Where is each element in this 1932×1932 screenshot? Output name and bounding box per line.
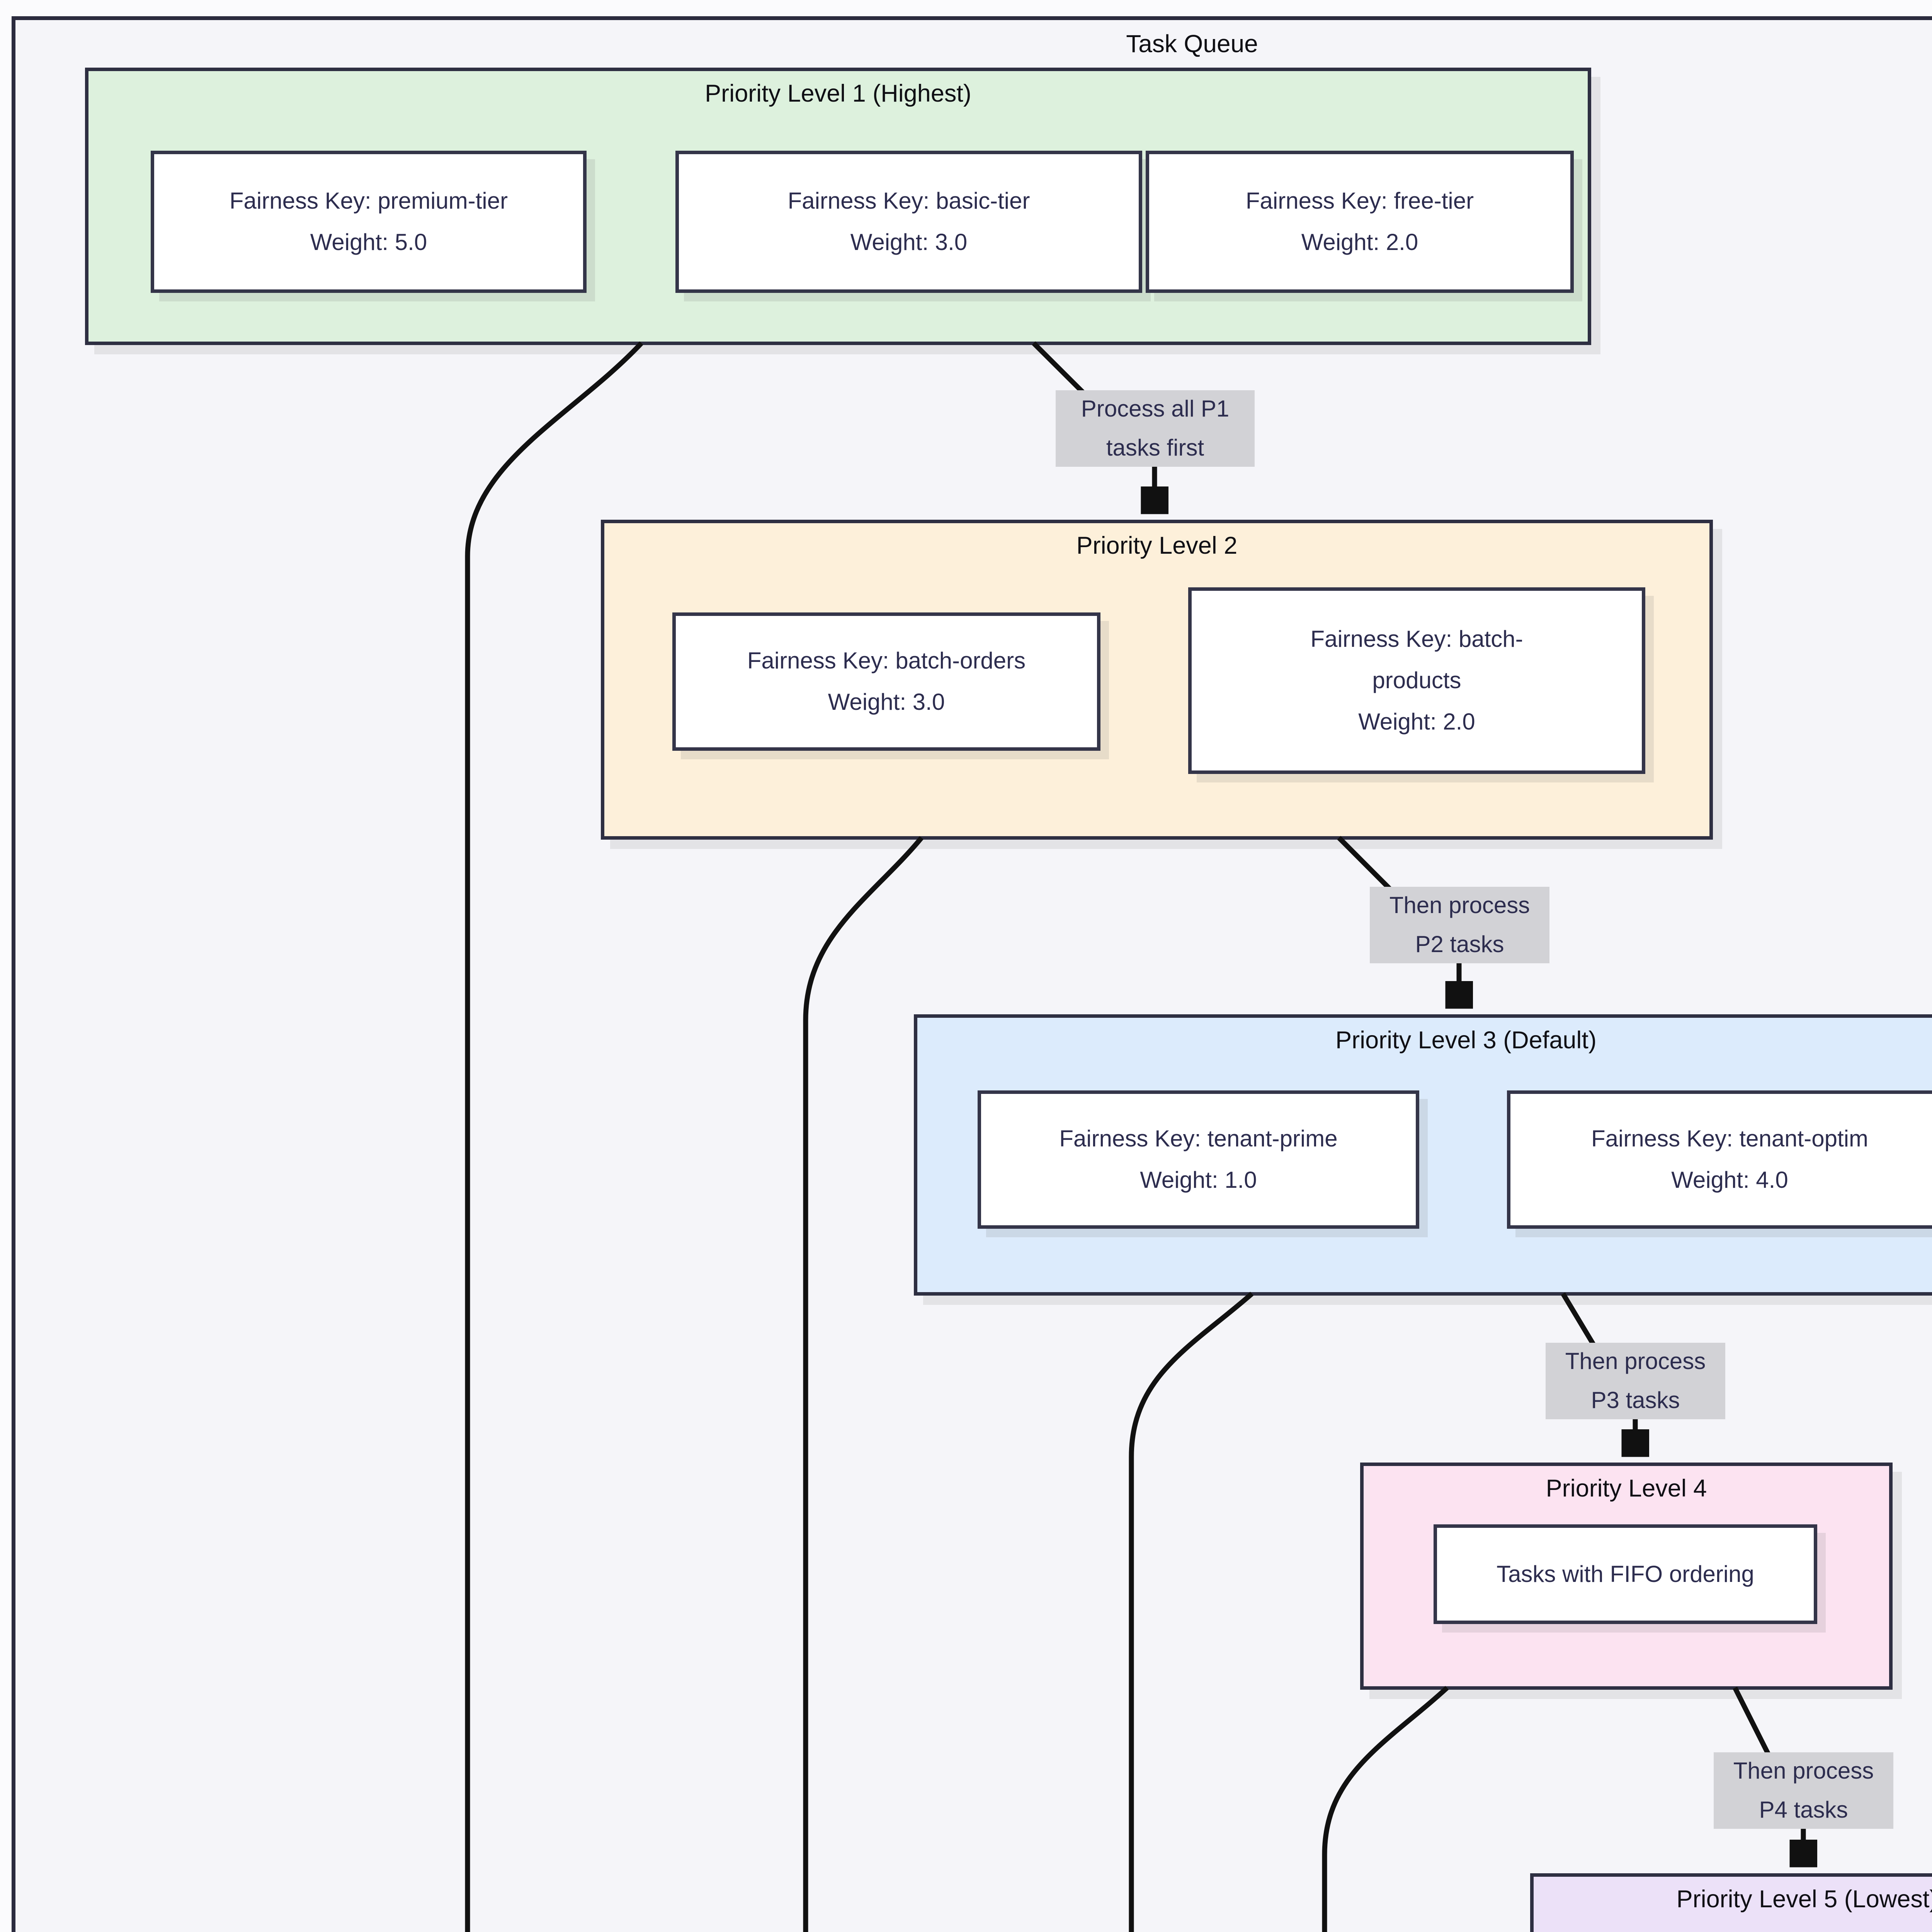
edge-label-then-process-p4: Then process P4 tasks	[1714, 1752, 1893, 1829]
edge-label-then-process-p3-line1: Then process	[1565, 1348, 1706, 1374]
edge-label-then-process-p3-line2: P3 tasks	[1591, 1387, 1680, 1413]
node-free-tier-line2: Weight: 2.0	[1301, 229, 1418, 255]
node-p4-fifo: Tasks with FIFO ordering	[1434, 1524, 1817, 1624]
edge-label-then-process-p2-line2: P2 tasks	[1415, 931, 1504, 957]
node-free-tier-line1: Fairness Key: free-tier	[1245, 188, 1474, 214]
task-queue-title: Task Queue	[1126, 30, 1258, 58]
node-tenant-prime: Fairness Key: tenant-prime Weight: 1.0	[978, 1090, 1419, 1229]
node-basic-tier-line1: Fairness Key: basic-tier	[787, 188, 1030, 214]
node-tenant-optim-line1: Fairness Key: tenant-optim	[1591, 1126, 1868, 1152]
edge-label-process-all-p1-line2: tasks first	[1106, 435, 1204, 461]
priority-level-5-group: Priority Level 5 (Lowest)	[1530, 1873, 1932, 1932]
edge-label-then-process-p4-line2: P4 tasks	[1759, 1797, 1848, 1823]
node-premium-tier: Fairness Key: premium-tier Weight: 5.0	[151, 151, 587, 293]
node-batch-orders-line1: Fairness Key: batch-orders	[747, 648, 1026, 674]
edge-label-process-all-p1: Process all P1 tasks first	[1056, 390, 1255, 467]
edge-label-then-process-p4-line1: Then process	[1733, 1758, 1874, 1784]
node-premium-tier-line1: Fairness Key: premium-tier	[229, 188, 508, 214]
edge-label-process-all-p1-line1: Process all P1	[1081, 396, 1230, 422]
priority-level-5-title: Priority Level 5 (Lowest)	[1676, 1886, 1932, 1913]
node-batch-products-line3: Weight: 2.0	[1358, 708, 1475, 735]
node-tenant-optim-line2: Weight: 4.0	[1671, 1167, 1788, 1193]
node-premium-tier-line2: Weight: 5.0	[310, 229, 427, 255]
node-free-tier: Fairness Key: free-tier Weight: 2.0	[1146, 151, 1574, 293]
node-batch-orders: Fairness Key: batch-orders Weight: 3.0	[672, 612, 1100, 751]
node-batch-products: Fairness Key: batch- products Weight: 2.…	[1188, 587, 1645, 774]
node-batch-products-line2: products	[1372, 667, 1461, 694]
priority-level-2-title: Priority Level 2	[1076, 532, 1238, 559]
edge-label-then-process-p2: Then process P2 tasks	[1370, 887, 1549, 963]
edge-label-then-process-p3: Then process P3 tasks	[1546, 1343, 1725, 1419]
node-p4-fifo-line1: Tasks with FIFO ordering	[1497, 1561, 1754, 1587]
node-batch-orders-line2: Weight: 3.0	[828, 689, 945, 715]
priority-level-3-title: Priority Level 3 (Default)	[1335, 1027, 1597, 1054]
node-basic-tier: Fairness Key: basic-tier Weight: 3.0	[675, 151, 1142, 293]
priority-level-1-title: Priority Level 1 (Highest)	[705, 80, 971, 107]
node-tenant-optim: Fairness Key: tenant-optim Weight: 4.0	[1507, 1090, 1932, 1229]
priority-level-4-title: Priority Level 4	[1546, 1475, 1707, 1502]
node-batch-products-line1: Fairness Key: batch-	[1310, 626, 1523, 652]
node-basic-tier-line2: Weight: 3.0	[850, 229, 968, 255]
edge-label-then-process-p2-line1: Then process	[1389, 892, 1530, 918]
node-tenant-prime-line2: Weight: 1.0	[1140, 1167, 1257, 1193]
node-tenant-prime-line1: Fairness Key: tenant-prime	[1059, 1126, 1338, 1152]
